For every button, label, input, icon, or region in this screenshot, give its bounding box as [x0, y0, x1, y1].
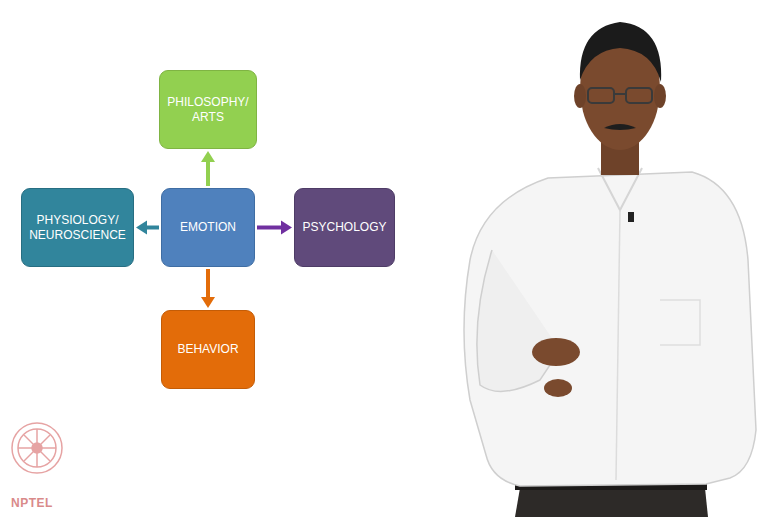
arrow-connector: [136, 221, 159, 235]
arrow-line: [206, 269, 210, 299]
box-text: EMOTION: [180, 220, 236, 235]
arrow-line: [145, 226, 159, 230]
topic-box: BEHAVIOR: [161, 310, 255, 389]
box-text: BEHAVIOR: [177, 342, 238, 357]
arrow-head: [281, 221, 292, 235]
arrow-head: [201, 297, 215, 308]
box-text: PHILOSOPHY/ ARTS: [166, 95, 250, 125]
arrow-connector: [201, 269, 215, 308]
arrow-connector: [257, 221, 292, 235]
arrow-line: [206, 160, 210, 186]
box-text: PHYSIOLOGY/ NEUROSCIENCE: [28, 213, 127, 243]
topic-box: EMOTION: [161, 188, 255, 267]
box-text: PSYCHOLOGY: [302, 220, 386, 235]
logo-wheel: [12, 423, 62, 473]
arrow-head: [136, 221, 147, 235]
topic-box: PSYCHOLOGY: [294, 188, 395, 267]
logo-text: NPTEL: [11, 496, 53, 510]
presenter-figure: [464, 22, 756, 517]
arrow-line: [257, 226, 283, 230]
arrow-connector: [201, 151, 215, 186]
topic-box: PHILOSOPHY/ ARTS: [159, 70, 257, 149]
arrow-head: [201, 151, 215, 162]
topic-box: PHYSIOLOGY/ NEUROSCIENCE: [21, 188, 134, 267]
